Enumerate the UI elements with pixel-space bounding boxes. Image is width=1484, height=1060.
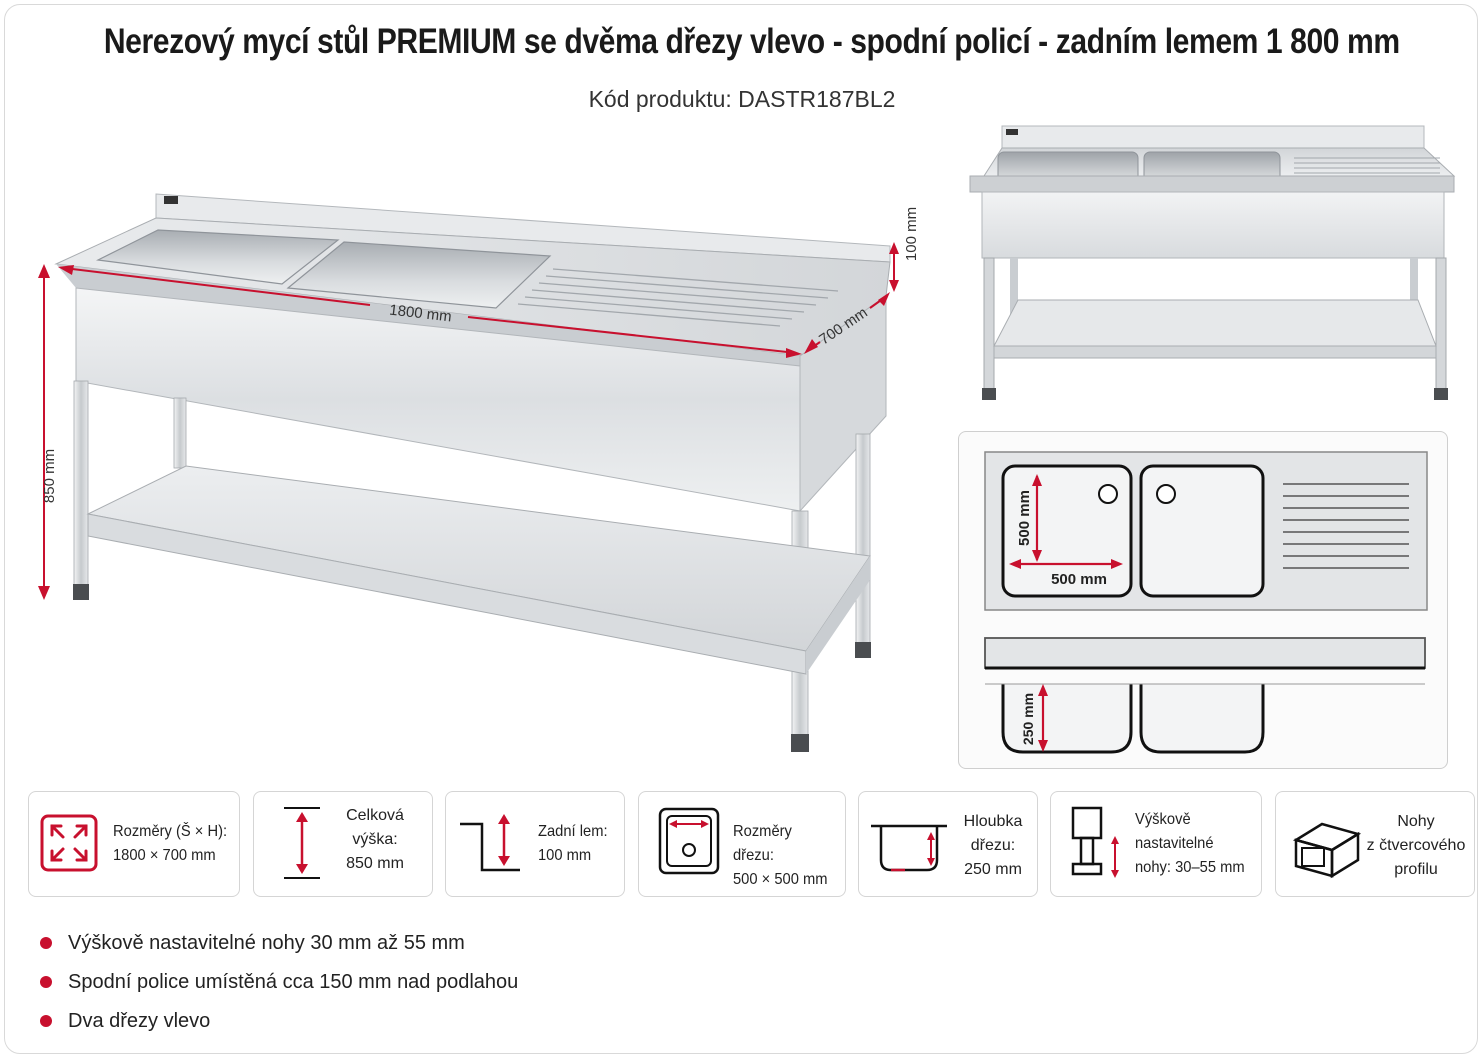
spec-sink-depth-line1: Hloubka [963, 813, 1023, 830]
adjustable-foot-icon [1071, 806, 1119, 878]
bullet-dot-icon [40, 1015, 52, 1027]
sink-technical-diagram: 500 mm 500 mm 250 mm [984, 451, 1428, 754]
spec-sink-depth-line3: 250 mm [964, 861, 1022, 878]
dim-height-label: 850 mm [41, 449, 58, 503]
sink-top-icon [658, 807, 720, 875]
spec-profile-line2: z čtvercového [1366, 837, 1466, 854]
dim-upstand-label: 100 mm [903, 207, 920, 261]
upstand-icon [460, 814, 520, 872]
spec-profile-line3: profilu [1394, 861, 1438, 878]
spec-sink-size-line2: 500 × 500 mm [733, 871, 828, 888]
spec-card-adjustable-feet: Výškově nastavitelné nohy: 30–55 mm [1050, 791, 1262, 897]
page-frame [4, 4, 1478, 1054]
spec-upstand-line1: Zadní lem: [538, 823, 608, 840]
feature-text: Výškově nastavitelné nohy 30 mm až 55 mm [68, 932, 465, 954]
spec-dimensions-line1: Rozměry (Š × H): [113, 823, 228, 840]
bullet-dot-icon [40, 976, 52, 988]
sink-height-dim-label: 500 mm [1016, 490, 1033, 546]
feature-item: Spodní police umístěná cca 150 mm nad po… [40, 967, 518, 1006]
spec-height-line2: výška: [352, 831, 398, 848]
spec-height-line1: Celková [346, 807, 404, 824]
feature-list: Výškově nastavitelné nohy 30 mm až 55 mm… [40, 928, 518, 1045]
product-code: Kód produktu: DASTR187BL2 [588, 86, 896, 112]
spec-dimensions-line2: 1800 × 700 mm [113, 847, 216, 864]
sink-depth-icon [871, 824, 947, 872]
spec-profile-line1: Nohy [1397, 813, 1435, 830]
spec-feet-line2: nastavitelné [1135, 835, 1214, 852]
sink-width-dim-label: 500 mm [1051, 571, 1107, 588]
spec-card-square-profile: Nohy z čtvercového profilu [1275, 791, 1475, 897]
main-table-illustration: 850 mm 1800 mm 700 mm 100 mm [38, 193, 920, 752]
technical-diagram-panel: 500 mm 500 mm 250 mm [958, 431, 1448, 769]
spec-upstand-line2: 100 mm [538, 847, 592, 864]
page-title: Nerezový mycí stůl PREMIUM se dvěma dřez… [103, 22, 1400, 61]
spec-card-sink-depth: Hloubka dřezu: 250 mm [858, 791, 1038, 897]
spec-sink-depth-line2: dřezu: [970, 837, 1016, 854]
spec-card-dimensions: Rozměry (Š × H): 1800 × 700 mm [28, 791, 240, 897]
spec-feet-line3: nohy: 30–55 mm [1135, 859, 1245, 876]
sink-depth-dim-label: 250 mm [1020, 693, 1036, 745]
feature-item: Dva dřezy vlevo [40, 1006, 518, 1045]
spec-card-height: Celková výška: 850 mm [253, 791, 433, 897]
dim-width-label: 1800 mm [388, 302, 452, 326]
spec-sink-size-line1: Rozměry dřezu: [733, 823, 792, 864]
feature-text: Spodní police umístěná cca 150 mm nad po… [68, 971, 519, 993]
feature-item: Výškově nastavitelné nohy 30 mm až 55 mm [40, 928, 518, 967]
spec-feet-line1: Výškově [1135, 811, 1191, 828]
height-arrow-icon [284, 807, 320, 879]
feature-text: Dva dřezy vlevo [68, 1010, 211, 1032]
square-profile-icon [1292, 822, 1362, 879]
spec-card-sink-size: Rozměry dřezu: 500 × 500 mm [638, 791, 846, 897]
bullet-dot-icon [40, 937, 52, 949]
expand-arrows-icon [40, 814, 98, 872]
spec-card-upstand: Zadní lem: 100 mm [445, 791, 625, 897]
front-view-illustration [969, 125, 1456, 400]
spec-height-line3: 850 mm [346, 855, 404, 872]
